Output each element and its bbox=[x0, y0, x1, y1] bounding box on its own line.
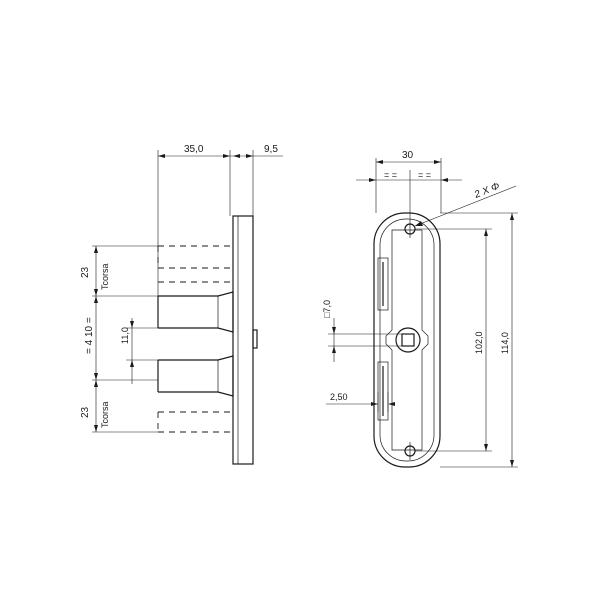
dim-102: 102,0 bbox=[474, 331, 484, 354]
arrow bbox=[371, 402, 378, 406]
side-bump bbox=[252, 329, 258, 349]
dim-410: = 4 10 = bbox=[84, 317, 95, 354]
arrow bbox=[510, 213, 514, 220]
dim-upper-23: 23 bbox=[80, 266, 91, 278]
front-view: 30 = = = = 2 X Φ □7,0 2,50 102,0 bbox=[322, 150, 518, 468]
arrow bbox=[388, 402, 395, 406]
arrow bbox=[332, 327, 336, 334]
slot-lower bbox=[377, 361, 389, 421]
lower-pin bbox=[158, 355, 234, 397]
arrow bbox=[332, 346, 336, 353]
square-hole bbox=[401, 333, 415, 347]
dim-equal-left: = = bbox=[384, 170, 397, 180]
arrow bbox=[484, 229, 488, 236]
dim-9-5: 9,5 bbox=[264, 144, 278, 155]
side-plate bbox=[232, 215, 254, 465]
dim-upper-corsa: Tcorsa bbox=[100, 263, 110, 290]
arrow bbox=[510, 460, 514, 467]
dim-square: □7,0 bbox=[322, 300, 332, 318]
leader-holes bbox=[414, 185, 517, 227]
center-hub bbox=[395, 327, 421, 353]
upper-pin bbox=[158, 291, 234, 333]
arrow bbox=[130, 360, 134, 367]
arrow bbox=[223, 154, 230, 158]
front-rib bbox=[385, 229, 429, 451]
arrow bbox=[376, 160, 383, 164]
dim-11: 11,0 bbox=[120, 327, 130, 344]
arrow bbox=[94, 380, 98, 387]
dim-35: 35,0 bbox=[184, 144, 204, 155]
dim-lower-corsa: Tcorsa bbox=[100, 401, 110, 428]
arrow bbox=[415, 221, 423, 226]
dim-250: 2,50 bbox=[330, 392, 348, 402]
arrow bbox=[369, 178, 376, 182]
slot-upper bbox=[377, 257, 389, 311]
dim-equal-right: = = bbox=[418, 170, 431, 180]
front-body-inner bbox=[379, 218, 435, 462]
arrow bbox=[441, 178, 448, 182]
arrow bbox=[94, 289, 98, 296]
arrow bbox=[94, 296, 98, 303]
arrow bbox=[484, 444, 488, 451]
arrow bbox=[434, 160, 441, 164]
arrow bbox=[94, 373, 98, 380]
front-body-outer bbox=[373, 212, 441, 468]
dim-30: 30 bbox=[402, 150, 414, 161]
arrow bbox=[158, 154, 165, 158]
side-view: 35,0 9,5 23 Tcorsa = 4 10 = 23 Tcorsa 11… bbox=[80, 144, 283, 465]
dim-lower-23: 23 bbox=[80, 406, 91, 418]
arrow bbox=[94, 246, 98, 253]
dim-114: 114,0 bbox=[500, 332, 510, 354]
arrow bbox=[94, 425, 98, 432]
dim-holes: 2 X Φ bbox=[472, 181, 501, 201]
arrow bbox=[233, 154, 240, 158]
arrow bbox=[130, 321, 134, 328]
arrow bbox=[246, 154, 253, 158]
